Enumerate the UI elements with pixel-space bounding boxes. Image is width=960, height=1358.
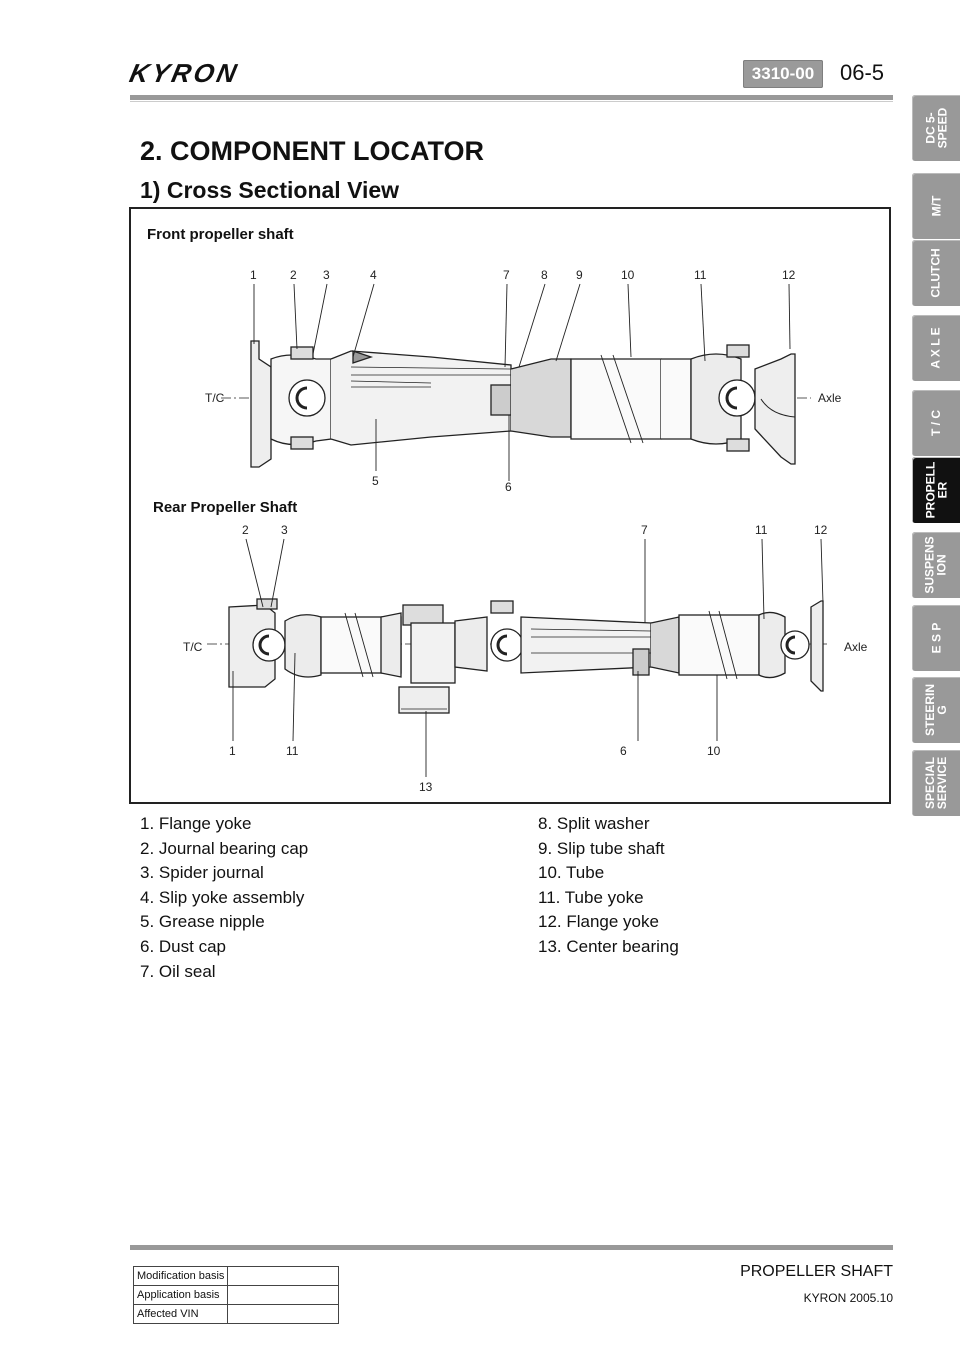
page-title: 2. COMPONENT LOCATOR (140, 136, 485, 166)
parts-list-left: 1. Flange yoke 2. Journal bearing cap 3.… (140, 812, 308, 984)
front-shaft-title: Front propeller shaft (147, 226, 294, 243)
front-callout-5: 5 (372, 474, 379, 488)
header-divider-thin (130, 101, 893, 102)
rear-shaft-title: Rear Propeller Shaft (153, 499, 297, 516)
rear-callout-1: 1 (229, 744, 236, 758)
cross-section-drawing: Front propeller shaft (147, 226, 868, 794)
table-cell (227, 1266, 340, 1286)
section-subtitle: 1) Cross Sectional View (140, 177, 400, 203)
rear-callout-6: 6 (620, 744, 627, 758)
tab-suspension[interactable]: SUSPENS ION (912, 532, 960, 598)
table-cell: Affected VIN (132, 1304, 229, 1324)
rear-left-label: T/C (183, 640, 203, 654)
front-callout-10: 10 (621, 268, 635, 282)
rear-callout-2: 2 (242, 523, 249, 537)
tab-esp[interactable]: E S P (912, 605, 960, 671)
front-callouts (253, 283, 791, 481)
tab-propeller[interactable]: PROPELL ER (912, 457, 960, 523)
front-callout-8: 8 (541, 268, 548, 282)
front-callout-1: 1 (250, 268, 257, 282)
rear-callout-12: 12 (814, 523, 828, 537)
list-item: 11. Tube yoke (538, 887, 644, 907)
header-divider (130, 95, 893, 100)
kyron-logo: KYRON (126, 58, 243, 88)
tab-clutch[interactable]: CLUTCH (912, 240, 960, 306)
tab-dc-5-speed[interactable]: DC 5- SPEED (912, 95, 960, 161)
rear-callout-10: 10 (707, 744, 721, 758)
list-item: 9. Slip tube shaft (538, 838, 665, 858)
list-item: 10. Tube (538, 863, 605, 883)
front-callout-7: 7 (503, 268, 510, 282)
list-item: 5. Grease nipple (140, 912, 265, 932)
table-cell: Modification basis (132, 1266, 229, 1286)
front-callout-3: 3 (323, 268, 330, 282)
tab-steering[interactable]: STEERIN G (912, 677, 960, 743)
front-callout-6: 6 (505, 480, 512, 494)
rear-shaft-drawing (207, 598, 827, 714)
front-callout-12: 12 (782, 268, 796, 282)
rear-callout-11: 11 (755, 523, 768, 537)
revision-table: Modification basis Application basis Aff… (132, 1266, 340, 1324)
list-item: 13. Center bearing (538, 936, 679, 956)
tab-tc[interactable]: T / C (912, 390, 960, 456)
list-item: 7. Oil seal (140, 961, 216, 981)
list-item: 6. Dust cap (140, 936, 226, 956)
list-item: 8. Split washer (538, 814, 650, 833)
list-item: 12. Flange yoke (538, 912, 659, 932)
parts-list-right: 8. Split washer 9. Slip tube shaft 10. T… (538, 812, 679, 960)
tab-special-service[interactable]: SPECIAL SERVICE (912, 750, 960, 816)
table-cell (227, 1304, 340, 1324)
table-cell (227, 1285, 340, 1305)
section-code-badge: 3310-00 (743, 60, 823, 88)
footer-divider (130, 1245, 893, 1250)
rear-callout-7: 7 (641, 523, 648, 537)
front-callout-4: 4 (370, 268, 377, 282)
table-row: Affected VIN (132, 1304, 340, 1324)
tab-axle[interactable]: A X L E (912, 315, 960, 381)
rear-callout-3: 3 (281, 523, 288, 537)
page-number: 06-5 (840, 60, 885, 85)
table-cell: Application basis (132, 1285, 229, 1305)
list-item: 1. Flange yoke (140, 814, 252, 833)
footer-model-date: KYRON 2005.10 (803, 1291, 893, 1305)
front-right-label: Axle (818, 391, 842, 405)
list-item: 3. Spider journal (140, 863, 264, 883)
cross-section-figure: Front propeller shaft (129, 207, 891, 804)
table-row: Application basis (132, 1285, 340, 1305)
list-item: 4. Slip yoke assembly (140, 887, 305, 907)
front-callout-2: 2 (290, 268, 297, 282)
rear-right-label: Axle (844, 640, 868, 654)
front-left-label: T/C (205, 391, 225, 405)
front-shaft-drawing (221, 340, 811, 468)
list-item: 2. Journal bearing cap (140, 838, 309, 858)
rear-callout-11b: 11 (286, 744, 299, 758)
front-callout-11: 11 (694, 268, 707, 282)
front-callout-9: 9 (576, 268, 583, 282)
rear-callout-13: 13 (419, 780, 433, 794)
tab-mt[interactable]: M/T (912, 173, 960, 239)
rear-callouts (232, 538, 824, 777)
footer-section-name: PROPELLER SHAFT (740, 1263, 893, 1280)
table-row: Modification basis (132, 1266, 340, 1286)
